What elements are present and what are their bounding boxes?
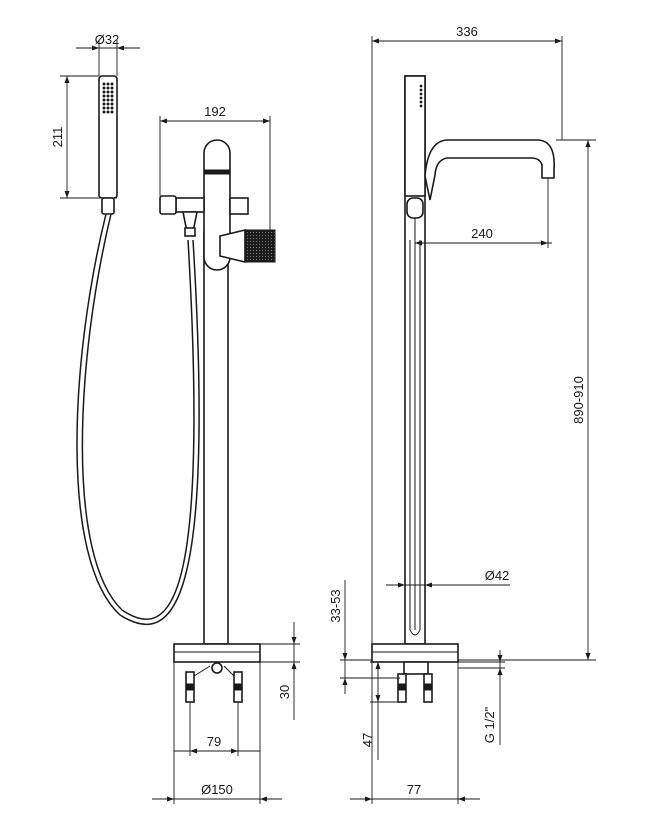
dim-label: 47 [360, 733, 375, 747]
front-view: Ø32 211 192 30 [50, 32, 300, 804]
side-nozzle-icon [419, 84, 423, 108]
dim-label: 336 [456, 24, 478, 39]
dim-adjustment-range: 33-53 [328, 580, 400, 694]
floor-connections [185, 662, 243, 703]
side-connections [397, 661, 433, 703]
dim-label: Ø32 [95, 32, 120, 47]
dim-label: 79 [207, 734, 221, 749]
floor-base [173, 643, 261, 663]
dim-spout-reach: 240 [414, 178, 552, 248]
dim-shower-diameter: Ø32 [76, 32, 140, 76]
dim-fixing-spacing: 79 [174, 702, 260, 756]
lever-handle [219, 228, 276, 264]
dim-supply-depth: 47 [360, 661, 400, 760]
dim-label: Ø42 [485, 568, 510, 583]
dim-connection-spacing: 77 [350, 662, 480, 804]
dim-overall-depth: 336 [371, 24, 563, 644]
dim-label: G 1/2" [482, 706, 497, 743]
side-spout [424, 139, 555, 201]
diverter-knob [229, 197, 249, 215]
dim-shower-length: 211 [50, 75, 102, 199]
shower-hose [76, 213, 200, 626]
dim-mixer-width: 192 [159, 104, 271, 230]
mixer-column [203, 231, 229, 645]
dim-base-diameter: Ø150 [152, 662, 282, 804]
dim-label: 211 [50, 127, 65, 148]
dim-label: 33-53 [328, 589, 343, 622]
dim-base-height: 30 [260, 622, 300, 720]
dim-label: 890-910 [571, 376, 586, 424]
shower-holder [159, 195, 205, 237]
side-base [371, 643, 459, 663]
dim-label: Ø150 [201, 782, 233, 797]
dim-label: 30 [277, 685, 292, 699]
dim-label: 240 [471, 226, 493, 241]
dim-label: 192 [204, 104, 226, 119]
dim-column-diameter: Ø42 [386, 568, 510, 588]
dim-label: 77 [407, 782, 421, 797]
dim-overall-height: 890-910 [458, 139, 596, 661]
hand-shower [98, 75, 118, 215]
shower-nozzles-icon [102, 82, 114, 114]
side-view: 336 240 890-910 Ø42 [328, 24, 596, 804]
dim-connection-thread: G 1/2" [458, 650, 505, 745]
